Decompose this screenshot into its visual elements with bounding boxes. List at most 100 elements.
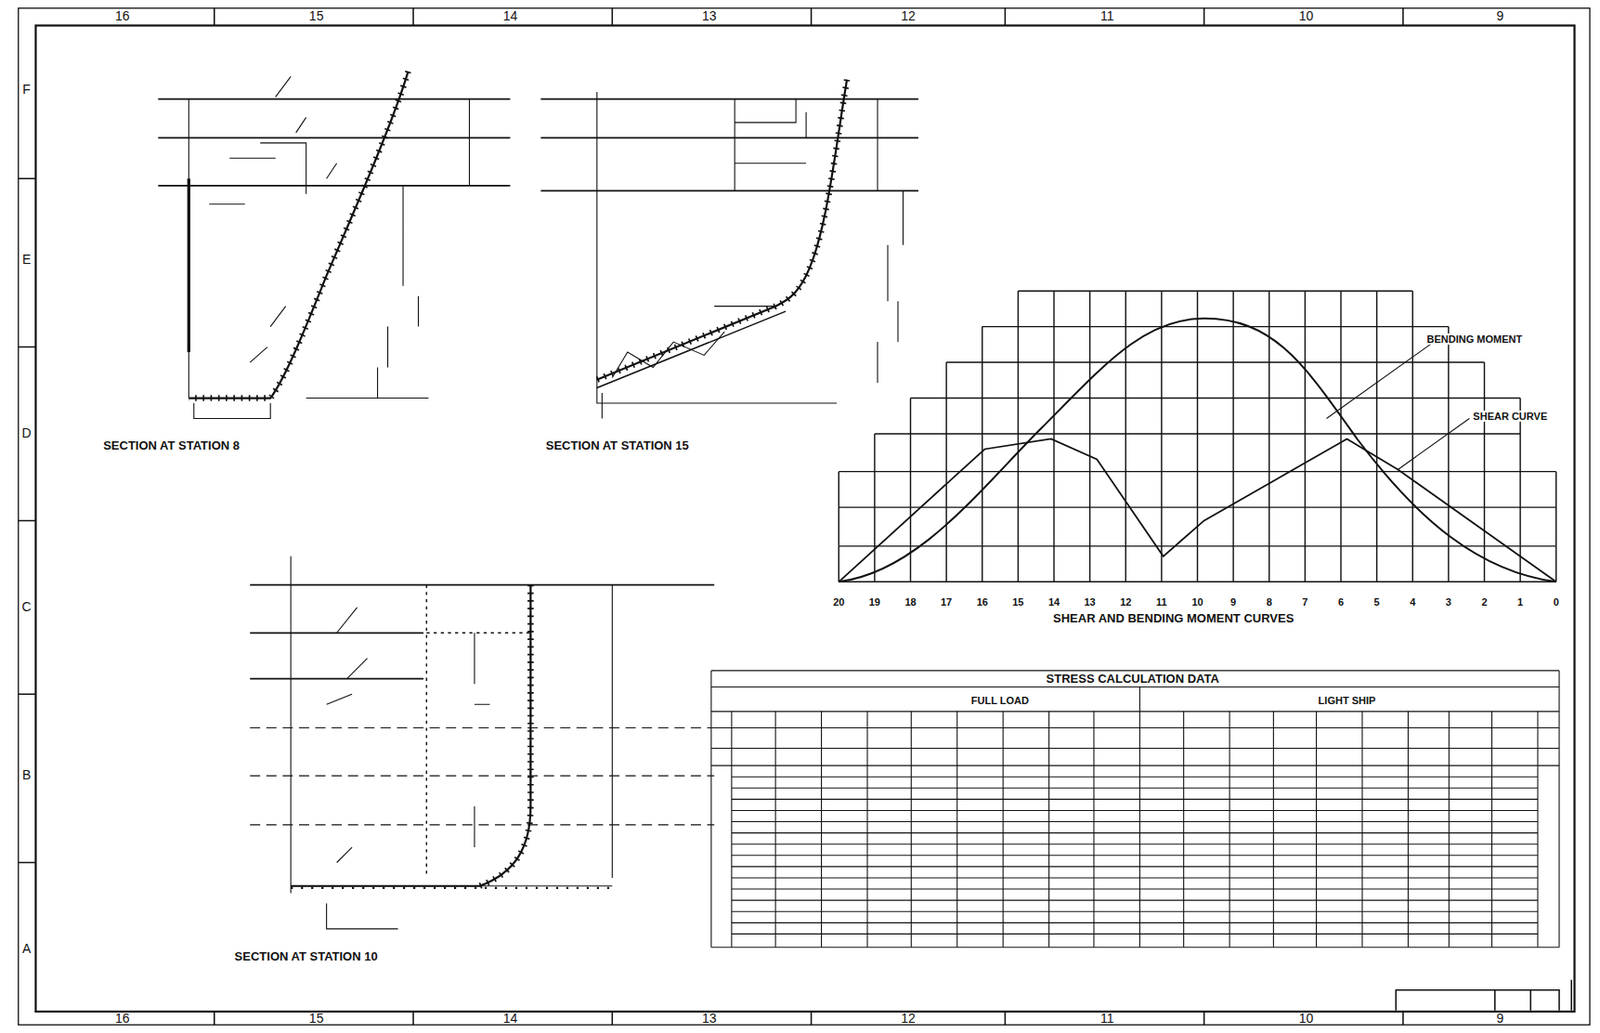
- grid-line: [867, 727, 1140, 729]
- grid-line: [1483, 471, 1485, 508]
- grid-line: [731, 832, 1538, 833]
- grid-line: [1053, 326, 1054, 363]
- axis-tick: 2: [1479, 596, 1489, 608]
- grid-line: [1519, 546, 1521, 582]
- grid-line: [1268, 471, 1270, 508]
- grid-line: [1232, 433, 1234, 472]
- section-caption: SECTION AT STATION 15: [544, 439, 691, 453]
- grid-line: [1268, 507, 1270, 547]
- grid-line: [1268, 362, 1270, 398]
- grid-line: [1196, 398, 1198, 434]
- grid-line: [838, 546, 840, 582]
- grid-line: [1304, 471, 1306, 508]
- grid-line: [1053, 471, 1054, 508]
- grid-line: [1196, 471, 1198, 508]
- grid-line: [711, 686, 1560, 688]
- grid-line: [820, 711, 822, 948]
- grid-line: [1089, 507, 1091, 547]
- axis-tick: 7: [1300, 596, 1310, 608]
- grid-line: [1447, 362, 1449, 398]
- grid-line: [1160, 326, 1162, 363]
- grid-line: [1125, 507, 1127, 547]
- grid-line: [945, 471, 947, 508]
- zone-number: 11: [1098, 1011, 1117, 1026]
- grid-line: [1339, 546, 1341, 582]
- grid-line: [1048, 711, 1050, 948]
- grid-line: [1304, 433, 1306, 472]
- grid-line: [1447, 433, 1449, 472]
- grid-line: [910, 397, 1522, 399]
- grid-line: [1376, 471, 1378, 508]
- grid-line: [1339, 507, 1341, 547]
- grid-line: [1304, 326, 1306, 363]
- grid-line: [1053, 546, 1054, 582]
- grid-line: [910, 711, 912, 948]
- grid-line: [1229, 711, 1231, 948]
- zone-number: 14: [501, 9, 521, 24]
- grid-line: [1089, 433, 1091, 472]
- grid-line: [1339, 433, 1341, 472]
- grid-line: [1125, 433, 1127, 472]
- grid-line: [1160, 433, 1162, 472]
- grid-line: [1089, 546, 1091, 582]
- grid-line: [1089, 326, 1091, 363]
- grid-line: [1017, 289, 1413, 291]
- grid-line: [711, 727, 1560, 729]
- grid-line: [775, 711, 777, 948]
- axis-tick: 8: [1264, 596, 1275, 608]
- grid-line: [1376, 398, 1378, 434]
- zone-number: 13: [700, 1011, 719, 1026]
- axis-tick: 18: [902, 596, 918, 608]
- grid-line: [1339, 326, 1341, 363]
- zone-letter: A: [20, 941, 33, 956]
- grid-line: [1232, 507, 1234, 547]
- grid-line: [1125, 546, 1127, 582]
- grid-line: [1196, 546, 1198, 582]
- grid-line: [1125, 326, 1127, 363]
- zone-letter: B: [20, 767, 33, 782]
- grid-line: [1160, 507, 1162, 547]
- axis-tick: 6: [1336, 596, 1346, 608]
- grid-line: [710, 670, 712, 948]
- table-title: STRESS CALCULATION DATA: [1044, 672, 1222, 686]
- zone-number: 15: [307, 1011, 326, 1026]
- grid-line: [1483, 362, 1485, 398]
- grid-line: [1232, 362, 1234, 398]
- zone-number: 12: [898, 1011, 918, 1026]
- grid-line: [1304, 398, 1306, 434]
- grid-line: [711, 710, 1560, 712]
- grid-line: [981, 398, 983, 434]
- zone-number: 11: [1098, 9, 1117, 24]
- chart-caption: SHEAR AND BENDING MOMENT CURVES: [1051, 611, 1296, 625]
- grid-line: [1555, 471, 1557, 508]
- grid-line: [1407, 711, 1409, 948]
- grid-line: [1376, 290, 1378, 326]
- curve-label: SHEAR CURVE: [1470, 410, 1549, 422]
- grid-line: [1555, 546, 1557, 582]
- grid-line: [711, 747, 1560, 749]
- grid-line: [1339, 362, 1341, 398]
- grid-line: [1447, 507, 1449, 547]
- grid-line: [838, 471, 840, 508]
- grid-line: [1092, 711, 1094, 948]
- grid-line: [1196, 362, 1198, 398]
- grid-line: [731, 843, 1538, 845]
- grid-line: [910, 471, 911, 508]
- grid-line: [1273, 711, 1275, 948]
- grid-line: [981, 326, 983, 363]
- grid-line: [731, 933, 1538, 935]
- grid-line: [1536, 711, 1538, 948]
- grid-line: [731, 820, 1538, 822]
- grid-line: [1376, 362, 1378, 398]
- grid-line: [1232, 546, 1234, 582]
- grid-line: [1376, 326, 1378, 363]
- grid-line: [945, 507, 947, 547]
- grid-line: [1053, 362, 1054, 398]
- table-heading: LIGHT SHIP: [1316, 694, 1379, 706]
- grid-line: [1315, 711, 1317, 948]
- grid-line: [1412, 471, 1414, 508]
- grid-line: [731, 910, 1538, 912]
- grid-line: [1376, 507, 1378, 547]
- axis-tick: 5: [1372, 596, 1382, 608]
- grid-line: [1339, 471, 1341, 508]
